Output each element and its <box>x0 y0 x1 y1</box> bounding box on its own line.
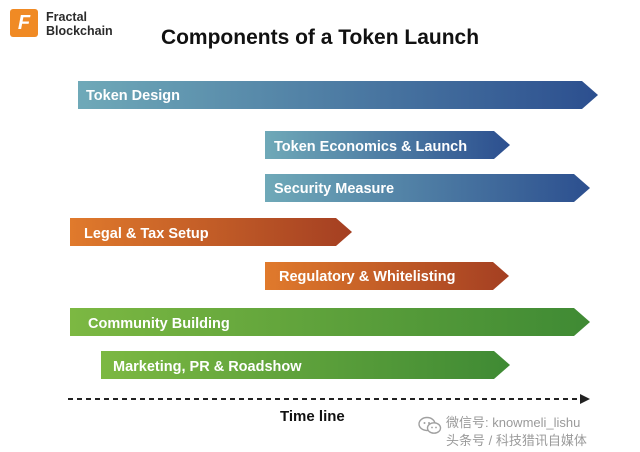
bar-label-legal-tax: Legal & Tax Setup <box>84 226 209 242</box>
bar-label-token-economics: Token Economics & Launch <box>274 139 467 155</box>
timeline-label: Time line <box>280 408 345 425</box>
brand-logo: F Fractal Blockchain <box>10 9 150 39</box>
bar-token-design: Token Design <box>78 81 598 109</box>
watermark-line-1: 微信号: knowmeli_lishu <box>446 415 581 430</box>
watermark-line-2: 头条号 / 科技猎讯自媒体 <box>446 433 587 448</box>
bar-label-marketing: Marketing, PR & Roadshow <box>113 359 302 375</box>
bar-security-measure: Security Measure <box>265 174 590 202</box>
page-title: Components of a Token Launch <box>160 26 480 49</box>
bar-community-building: Community Building <box>70 308 590 336</box>
logo-line-1: Fractal <box>46 10 87 24</box>
logo-text: Fractal Blockchain <box>46 10 113 38</box>
logo-mark-letter: F <box>17 12 31 34</box>
bar-label-token-design: Token Design <box>86 88 180 104</box>
bar-label-regulatory: Regulatory & Whitelisting <box>279 269 455 285</box>
bar-legal-tax: Legal & Tax Setup <box>70 218 352 246</box>
bar-regulatory: Regulatory & Whitelisting <box>265 262 509 290</box>
bar-label-security-measure: Security Measure <box>274 181 394 197</box>
bar-marketing: Marketing, PR & Roadshow <box>101 351 510 379</box>
bar-label-community-building: Community Building <box>88 316 230 332</box>
logo-line-2: Blockchain <box>46 24 113 38</box>
logo-mark-icon: F <box>10 9 38 37</box>
wechat-icon <box>418 416 442 434</box>
timeline-axis <box>68 394 590 404</box>
bar-token-economics: Token Economics & Launch <box>265 131 510 159</box>
